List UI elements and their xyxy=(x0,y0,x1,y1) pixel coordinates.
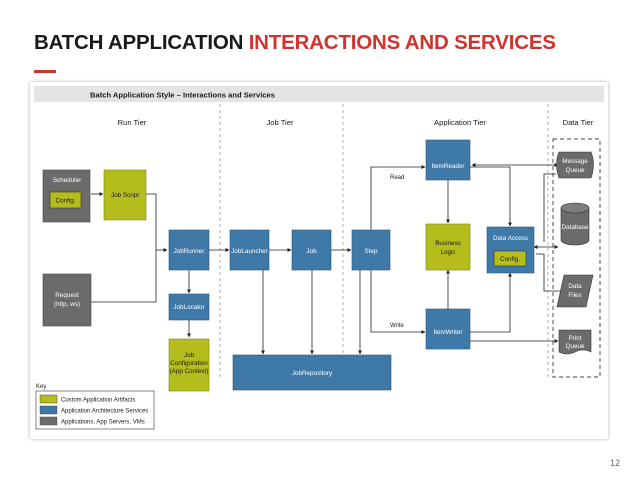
item-reader-label: ItemReader xyxy=(432,163,465,170)
key-swatch-custom xyxy=(39,394,58,404)
database-label: Database xyxy=(562,224,589,231)
data-access-config-label: Config. xyxy=(500,256,520,263)
architecture-diagram: Batch Application Style – Interactions a… xyxy=(30,82,608,439)
slide-title: BATCH APPLICATION INTERACTIONS AND SERVI… xyxy=(34,31,556,55)
step-label: Step xyxy=(365,248,378,255)
item-writer-node: ItemWriter xyxy=(425,308,471,350)
message-queue-label-line1: Message xyxy=(562,158,588,165)
job-script-label: Job Script xyxy=(111,192,139,199)
edge-label-read: Read xyxy=(390,175,404,181)
data-access-label: Data Access xyxy=(493,235,528,242)
scheduler-label: Scheduler xyxy=(53,177,81,184)
data-access-config-box xyxy=(493,250,527,267)
job-config-label-line3: (App Context) xyxy=(170,368,209,375)
job-runner-label: JobRunner xyxy=(174,248,205,255)
scheduler-config-label: Config. xyxy=(56,198,76,205)
data-files-label-line2: Files xyxy=(568,292,581,299)
job-config-label-line2: Configuration xyxy=(170,360,208,367)
edge-label-write: Write xyxy=(390,323,405,329)
job-locator-node: JobLocator xyxy=(168,293,210,321)
business-logic-label-line2: Logic xyxy=(440,249,455,256)
job-label: Job xyxy=(306,248,317,255)
item-writer-label: ItemWriter xyxy=(434,329,463,336)
key-label-custom: Custom Application Artifacts xyxy=(61,398,135,404)
job-configuration-node: Job Configuration (App Context) xyxy=(168,338,210,392)
data-files-label-line1: Data xyxy=(568,283,582,290)
diagram-title: Batch Application Style – Interactions a… xyxy=(90,91,275,100)
key-swatch-architecture xyxy=(39,405,58,415)
title-underline xyxy=(34,70,56,73)
job-locator-label: JobLocator xyxy=(173,304,204,311)
slide-title-part2: INTERACTIONS AND SERVICES xyxy=(248,31,556,54)
key-legend: Custom Application Artifacts Application… xyxy=(35,390,155,430)
diagram-header-band xyxy=(34,86,604,102)
print-queue-label-line2: Queue xyxy=(566,343,585,350)
scheduler-config-box xyxy=(49,191,82,209)
page-number: 12 xyxy=(609,458,620,468)
tier-label-run: Run Tier xyxy=(118,118,147,127)
slide-title-part1: BATCH APPLICATION xyxy=(34,31,249,54)
job-launcher-label: JobLauncher xyxy=(231,248,267,255)
data-tier-container xyxy=(552,138,601,378)
print-queue-label-line1: Print xyxy=(569,335,582,342)
tier-label-data: Data Tier xyxy=(563,118,594,127)
job-repository-label: JobRepository xyxy=(292,370,333,377)
key-label-infrastructure: Applications, App Servers, VMs xyxy=(61,420,145,426)
key-label-architecture: Application Architecture Services xyxy=(61,409,148,415)
print-queue-node: Print Queue xyxy=(558,329,592,355)
item-reader-node: ItemReader xyxy=(425,139,471,181)
tier-label-application: Application Tier xyxy=(434,118,486,127)
database-node: Database xyxy=(560,202,590,246)
business-logic-label-line1: Business xyxy=(435,240,461,247)
data-access-node: Data Access Config. xyxy=(486,226,535,274)
business-logic-node: Business Logic xyxy=(425,223,471,271)
scheduler-node: Scheduler Config. xyxy=(42,169,91,223)
key-swatch-infrastructure xyxy=(39,416,58,426)
request-label-line1: Request xyxy=(55,292,79,299)
job-repository-node: JobRepository xyxy=(232,354,392,391)
job-launcher-node: JobLauncher xyxy=(229,229,270,271)
request-label-line2: (http, ws) xyxy=(54,301,80,308)
step-node: Step xyxy=(351,229,391,271)
job-node: Job xyxy=(291,229,332,271)
message-queue-node: Message Queue xyxy=(556,151,594,179)
job-runner-node: JobRunner xyxy=(168,229,210,271)
message-queue-label-line2: Queue xyxy=(566,167,585,174)
tier-label-job: Job Tier xyxy=(266,118,293,127)
key-title: Key xyxy=(36,384,46,390)
data-files-node: Data Files xyxy=(556,274,594,308)
request-node: Request (http, ws) xyxy=(42,273,92,327)
job-script-node: Job Script xyxy=(103,169,147,221)
job-config-label-line1: Job xyxy=(184,352,195,359)
